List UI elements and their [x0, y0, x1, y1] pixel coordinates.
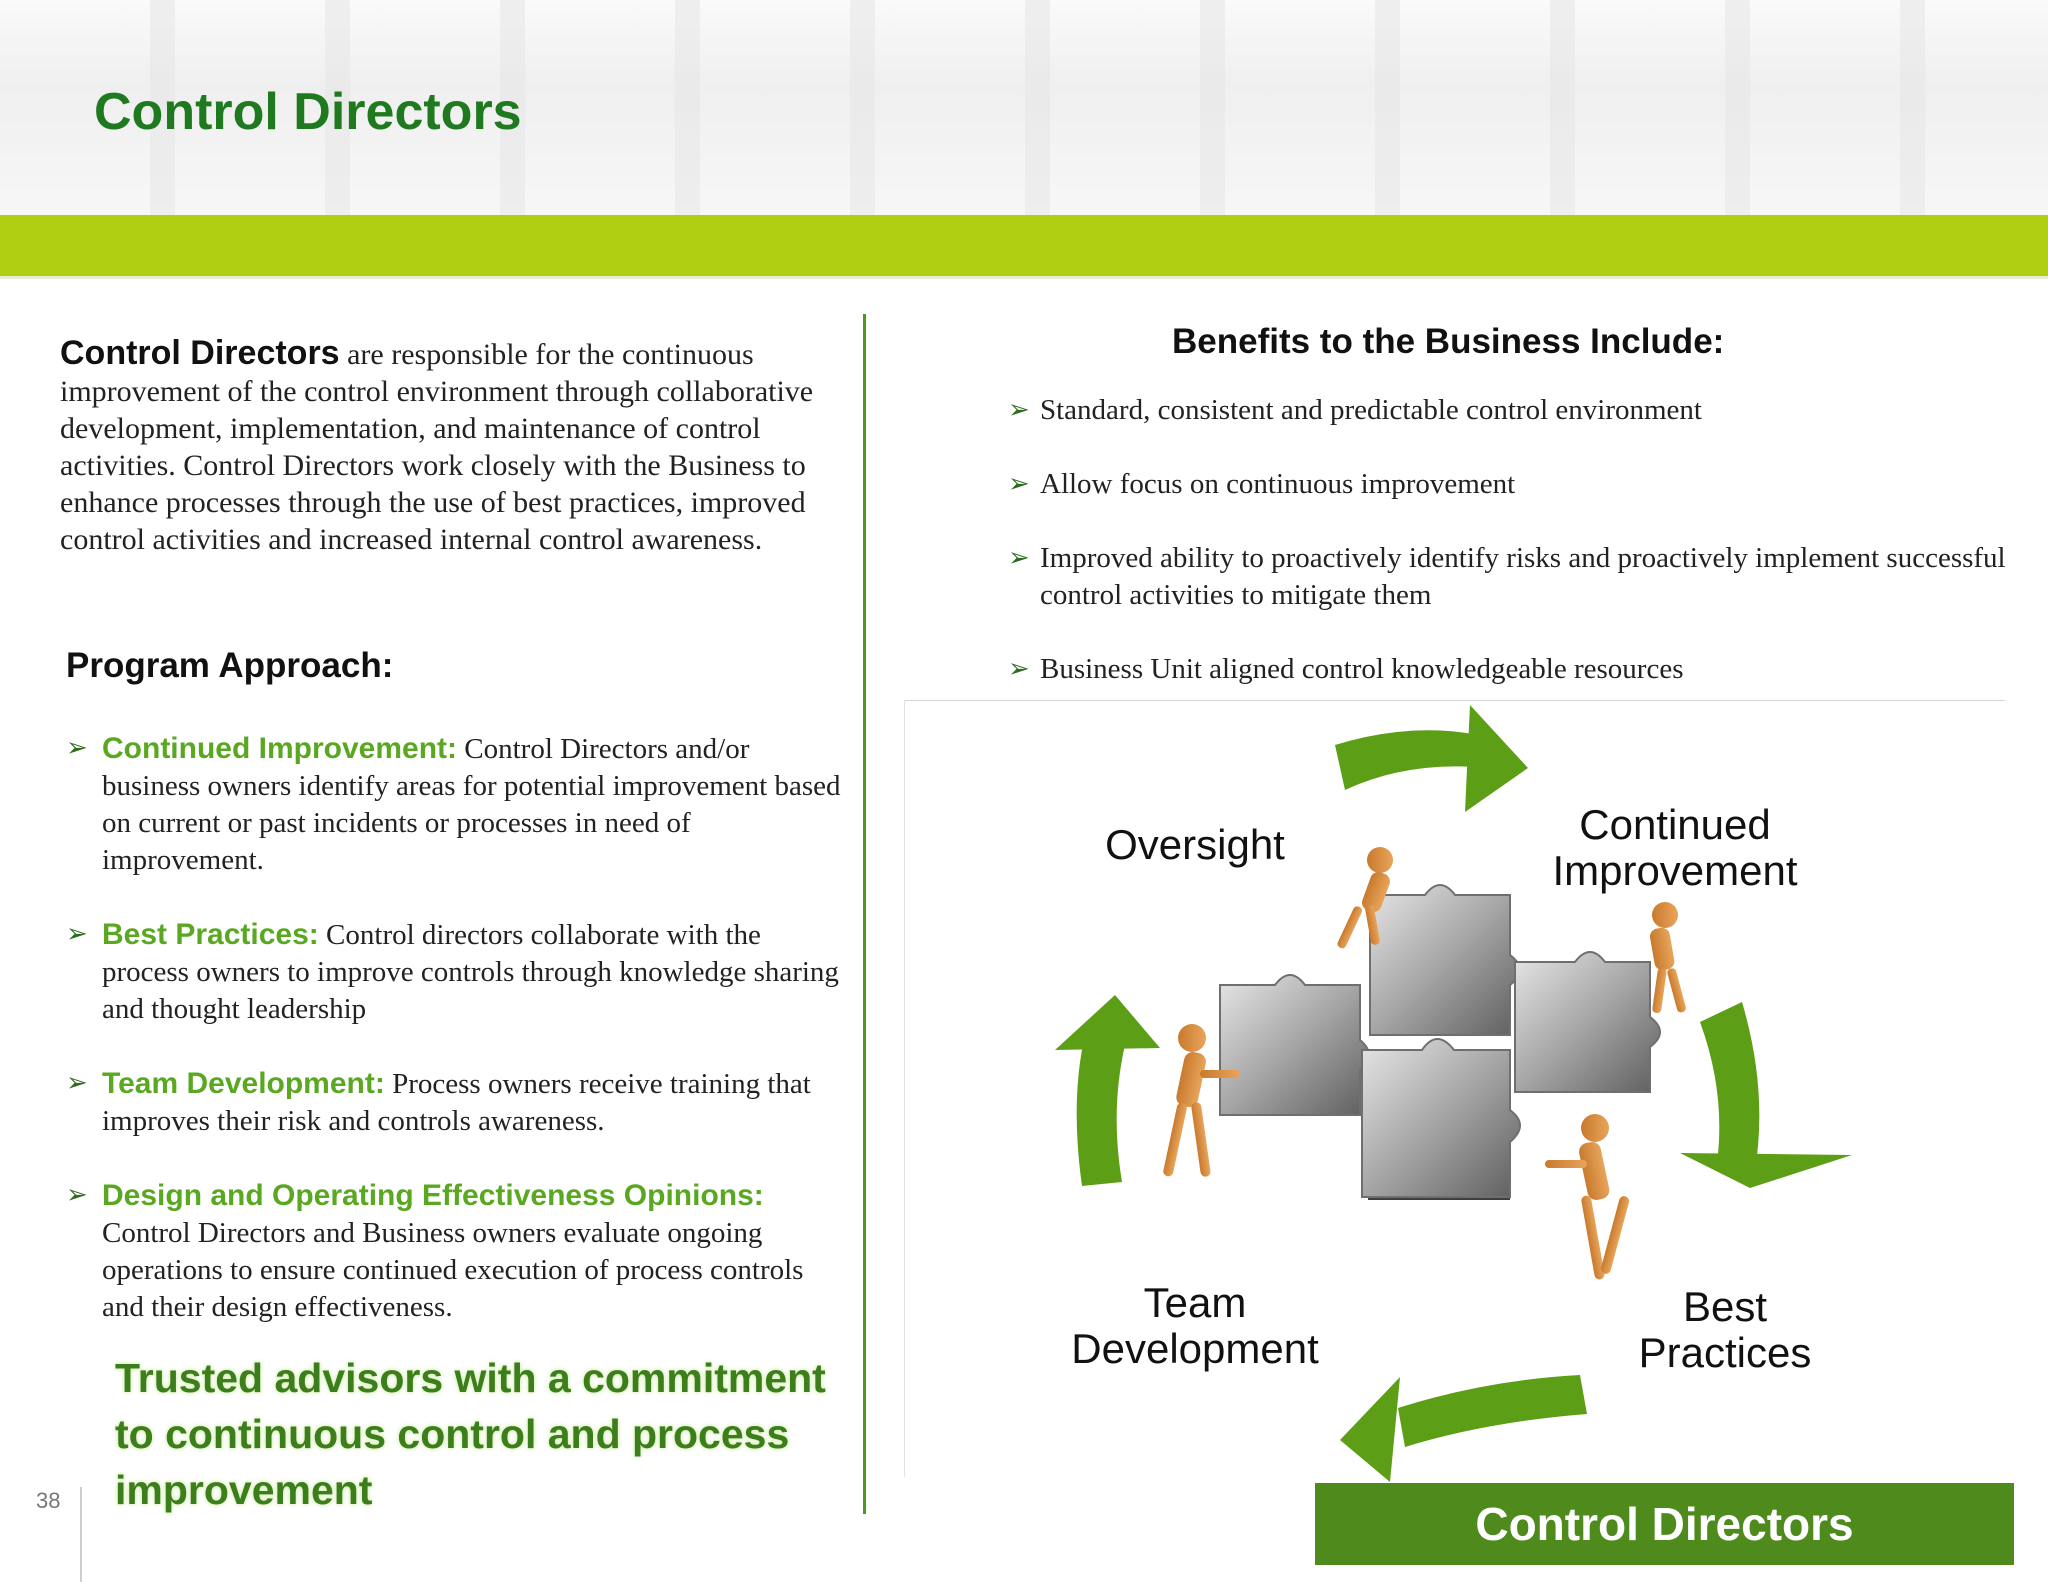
list-item: ➢ Improved ability to proactively identi… — [1008, 540, 2008, 614]
item-text: Control directors collaborate with the p… — [102, 919, 839, 1025]
list-item: ➢ Continued Improvement: Control Directo… — [66, 730, 846, 879]
list-item: ➢ Allow focus on continuous improvement — [1008, 466, 2008, 503]
arrow-left-icon — [1055, 995, 1160, 1186]
benefits-list: ➢ Standard, consistent and predictable c… — [1008, 392, 2008, 725]
list-item: ➢ Business Unit aligned control knowledg… — [1008, 651, 2008, 688]
list-item: ➢ Standard, consistent and predictable c… — [1008, 392, 2008, 429]
diagram-label-oversight: Oversight — [1105, 821, 1285, 868]
footer-title-box: Control Directors — [1315, 1483, 2014, 1565]
benefit-text: Improved ability to proactively identify… — [1040, 542, 2006, 611]
intro-text: are responsible for the continuous impro… — [60, 338, 814, 556]
arrow-top-icon — [1335, 705, 1528, 812]
program-approach-heading: Program Approach: — [66, 646, 394, 685]
benefit-text: Business Unit aligned control knowledgea… — [1040, 653, 1684, 685]
arrowhead-bullet-icon: ➢ — [1008, 395, 1030, 425]
item-text: Control Directors and/or business owners… — [102, 733, 841, 876]
mannequin-figure-icon — [1545, 1114, 1630, 1280]
mannequin-figure-icon — [1337, 847, 1393, 949]
diagram-label-team-development: Team Development — [1071, 1279, 1319, 1372]
accent-bar — [0, 215, 2048, 279]
arrowhead-bullet-icon: ➢ — [66, 1068, 88, 1098]
page-number: 38 — [36, 1488, 61, 1513]
footer-divider — [80, 1487, 82, 1582]
list-item: ➢ Team Development: Process owners recei… — [66, 1065, 846, 1140]
intro-paragraph: Control Directors are responsible for th… — [60, 335, 830, 558]
benefit-text: Allow focus on continuous improvement — [1040, 468, 1516, 500]
arrowhead-bullet-icon: ➢ — [1008, 654, 1030, 684]
intro-lead: Control Directors — [60, 334, 340, 372]
arrowhead-bullet-icon: ➢ — [66, 919, 88, 949]
arrowhead-bullet-icon: ➢ — [66, 733, 88, 763]
puzzle-pieces-icon — [1219, 884, 1661, 1200]
diagram-label-best-practices: Best Practices — [1638, 1283, 1812, 1376]
arrow-bottom-icon — [1340, 1375, 1587, 1482]
item-label: Continued Improvement: — [102, 732, 458, 765]
item-label: Best Practices: — [102, 918, 319, 951]
item-text: Control Directors and Business owners ev… — [102, 1217, 804, 1323]
diagram-label-continued-improvement: Continued Improvement — [1552, 801, 1798, 894]
program-approach-list: ➢ Continued Improvement: Control Directo… — [66, 730, 846, 1363]
arrowhead-bullet-icon: ➢ — [66, 1180, 88, 1210]
column-divider — [863, 314, 866, 1514]
item-label: Design and Operating Effectiveness Opini… — [102, 1179, 764, 1212]
list-item: ➢ Design and Operating Effectiveness Opi… — [66, 1177, 846, 1326]
header-band — [0, 0, 2048, 215]
item-text: Process owners receive training that imp… — [102, 1068, 811, 1137]
benefit-text: Standard, consistent and predictable con… — [1040, 394, 1702, 426]
cycle-diagram-frame — [904, 700, 2005, 1477]
arrowhead-bullet-icon: ➢ — [1008, 469, 1030, 499]
mannequin-figure-icon — [1163, 1024, 1240, 1177]
page-title: Control Directors — [94, 83, 522, 141]
list-item: ➢ Best Practices: Control directors coll… — [66, 916, 846, 1028]
tagline: Trusted advisors with a commitment to co… — [115, 1355, 826, 1513]
benefits-heading: Benefits to the Business Include: — [1172, 322, 1725, 361]
mannequin-figure-icon — [1649, 902, 1686, 1013]
item-label: Team Development: — [102, 1067, 385, 1100]
arrow-right-icon — [1680, 1002, 1852, 1188]
arrowhead-bullet-icon: ➢ — [1008, 543, 1030, 573]
